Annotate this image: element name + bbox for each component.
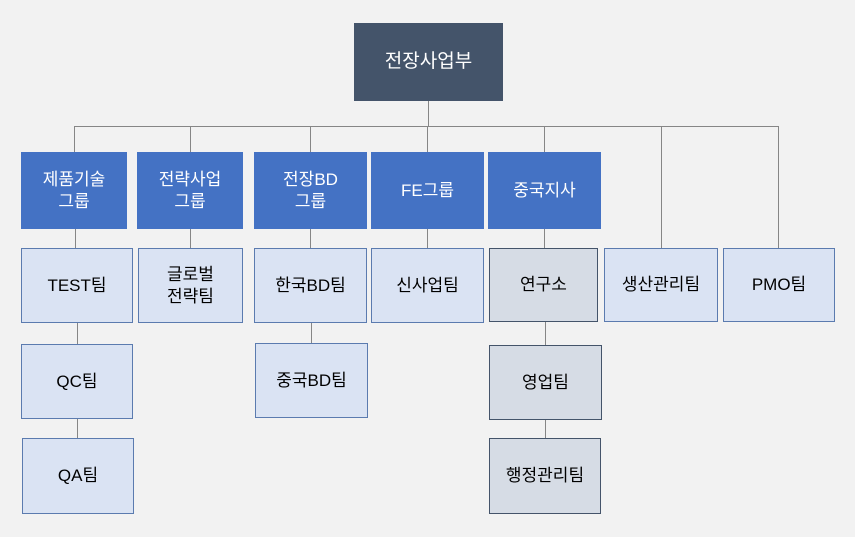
org-node-test-team: TEST팀: [21, 248, 133, 323]
org-node-label: 전략사업 그룹: [158, 169, 222, 211]
org-node-label: 생산관리팀: [621, 275, 701, 295]
org-node-admin-management-team: 행정관리팀: [489, 438, 601, 514]
org-node-qa-team: QA팀: [22, 438, 134, 514]
org-node-label: 중국지사: [513, 180, 576, 200]
org-node-label: QA팀: [57, 466, 99, 486]
org-node-new-business-team: 신사업팀: [371, 248, 484, 323]
org-node-global-strategy-team: 글로벌 전략팀: [138, 248, 243, 323]
org-node-label: 전장BD 그룹: [283, 169, 338, 211]
org-node-label: 중국BD팀: [276, 370, 347, 390]
org-node-label: 연구소: [520, 275, 567, 295]
org-node-fe-group: FE그룹: [371, 152, 484, 229]
org-node-label: TEST팀: [47, 275, 107, 295]
org-node-label: 전장사업부: [384, 50, 473, 72]
org-node-label: 행정관리팀: [505, 466, 585, 486]
org-node-qc-team: QC팀: [21, 344, 133, 419]
org-node-pmo-team: PMO팀: [723, 248, 835, 322]
org-node-research-lab: 연구소: [489, 248, 598, 322]
org-node-label: 영업팀: [522, 372, 569, 392]
org-node-china-branch: 중국지사: [488, 152, 601, 229]
org-node-electronics-bd-group: 전장BD 그룹: [254, 152, 367, 229]
org-node-label: 글로벌 전략팀: [167, 264, 214, 306]
org-node-label: QC팀: [56, 371, 98, 391]
org-node-sales-team: 영업팀: [489, 345, 602, 420]
org-node-label: 제품기술 그룹: [42, 169, 106, 211]
org-node-label: 신사업팀: [396, 275, 459, 295]
org-node-strategic-business-group: 전략사업 그룹: [137, 152, 243, 229]
org-node-production-management-team: 생산관리팀: [604, 248, 718, 322]
org-node-korea-bd-team: 한국BD팀: [254, 248, 367, 323]
org-node-label: 한국BD팀: [275, 275, 346, 295]
org-node-china-bd-team: 중국BD팀: [255, 343, 368, 418]
org-node-electronics-division: 전장사업부: [354, 23, 503, 101]
org-node-label: FE그룹: [400, 180, 454, 200]
org-node-label: PMO팀: [751, 275, 807, 295]
org-node-product-technology-group: 제품기술 그룹: [21, 152, 127, 229]
